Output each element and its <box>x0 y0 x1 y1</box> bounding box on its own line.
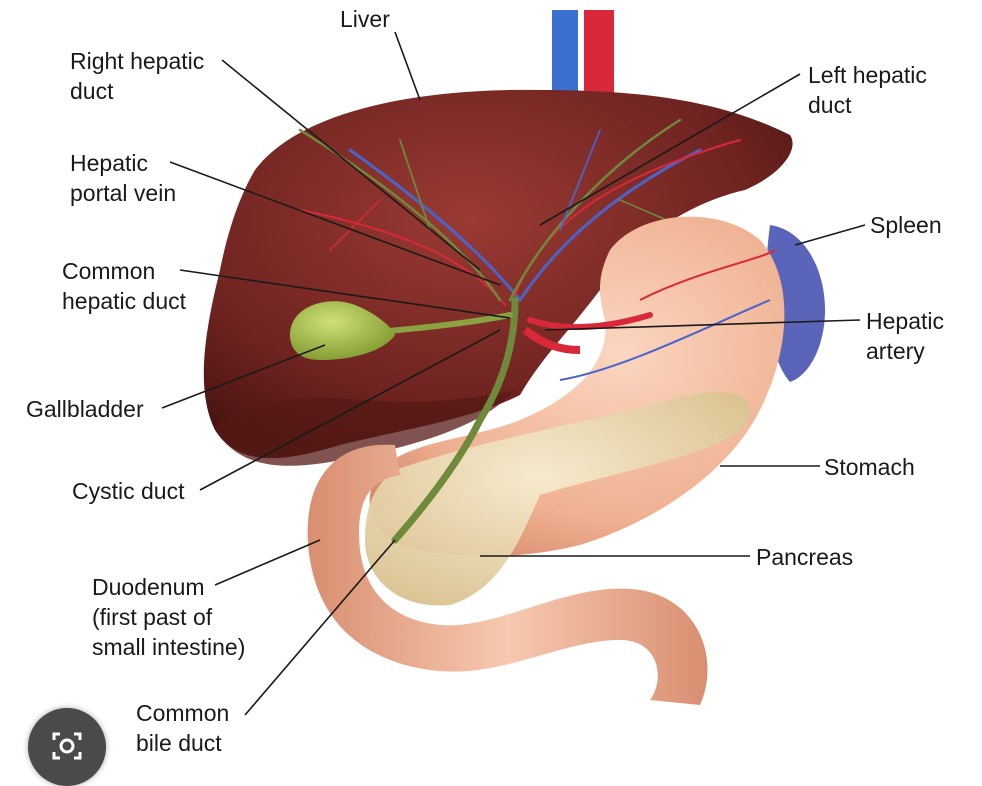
leader-hepatic-portal-vein <box>169 161 501 286</box>
camera-lens-icon <box>52 732 82 760</box>
leader-lines <box>161 31 866 716</box>
anatomy-illustration <box>161 10 866 716</box>
leader-spleen <box>794 224 866 246</box>
label-gallbladder: Gallbladder <box>26 396 144 422</box>
label-hepatic-artery: Hepatic artery <box>866 308 944 364</box>
label-pancreas: Pancreas <box>756 544 854 570</box>
leader-common-hepatic-duct <box>179 269 511 319</box>
leader-common-bile-duct <box>244 539 396 716</box>
leader-liver <box>394 31 421 101</box>
label-stomach: Stomach <box>824 454 915 480</box>
label-spleen: Spleen <box>870 212 942 238</box>
label-hepatic-portal-vein: Hepatic portal vein <box>70 150 177 206</box>
gallbladder-shape <box>290 301 395 360</box>
anatomy-diagram: Liver Right hepatic duct Left hepatic du… <box>26 6 944 786</box>
leader-duodenum <box>214 539 321 586</box>
label-liver: Liver <box>340 6 390 32</box>
label-left-hepatic-duct: Left hepatic duct <box>808 62 927 118</box>
label-common-hepatic-duct: Common hepatic duct <box>62 258 187 314</box>
leader-right-hepatic-duct <box>221 59 481 271</box>
leader-gallbladder <box>161 344 326 409</box>
common-bile-duct <box>391 296 519 544</box>
duodenum-shape <box>307 444 708 705</box>
aorta <box>584 10 614 105</box>
label-right-hepatic-duct: Right hepatic duct <box>70 48 205 104</box>
liver-vessels <box>298 118 741 306</box>
label-common-bile-duct: Common bile duct <box>136 700 230 756</box>
liver-lower-lobe <box>215 390 515 466</box>
vena-cava <box>552 10 578 100</box>
lens-search-button[interactable] <box>28 708 106 786</box>
pancreas-shape <box>365 391 750 606</box>
leader-left-hepatic-duct <box>539 73 801 226</box>
hepatic-artery-path <box>527 312 653 330</box>
label-duodenum: Duodenum (first past of small intestine) <box>92 574 246 660</box>
leader-hepatic-artery <box>544 319 861 331</box>
leader-cystic-duct <box>199 329 501 491</box>
label-cystic-duct: Cystic duct <box>72 478 185 504</box>
